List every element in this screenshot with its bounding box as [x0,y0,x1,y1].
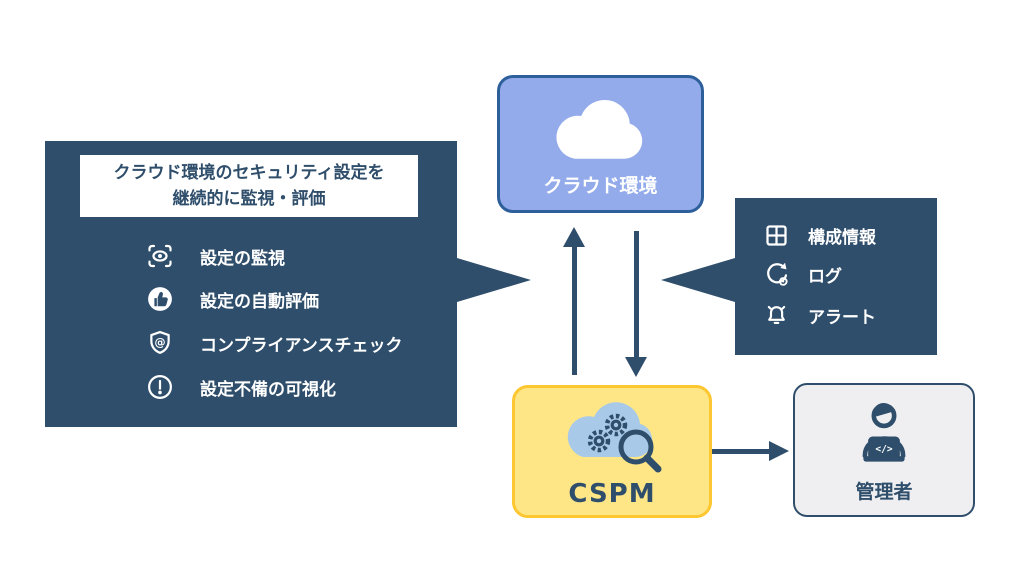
admin-person-icon: </> [847,396,921,474]
cspm-cloud-search-icon [553,395,671,481]
arrow-cspm-to-cloud [572,246,577,375]
right-panel-pointer [661,258,735,302]
panel-header-line1: クラウド環境のセキュリティ設定を [113,162,385,183]
list-item-label: 設定の監視 [200,248,285,269]
list-item-label: アラート [808,307,876,328]
alert-circle-icon [146,373,174,401]
left-panel-pointer [457,258,531,302]
arrow-cloud-to-cspm [634,231,639,358]
panel-header-line2: 継続的に監視・評価 [172,189,326,209]
list-item: 設定の自動評価 [146,285,319,313]
cspm-box-label: CSPM [568,478,656,509]
list-item-label: ログ [808,266,842,287]
cspm-box: CSPM [512,385,712,518]
cloud-environment-box: クラウド環境 [497,75,704,213]
list-item-label: コンプライアンスチェック [200,335,403,356]
list-item: アラート [762,301,876,329]
scan-eye-icon [146,242,174,270]
arrow-up-head-icon [563,227,585,247]
list-item: 構成情報 [762,221,876,249]
list-item-label: 設定不備の可視化 [200,379,336,400]
bell-icon [762,301,790,329]
cloud-icon [545,93,657,169]
shield-at-icon: @ [146,329,174,357]
arrow-cspm-to-admin [712,449,770,454]
svg-text:@: @ [154,336,165,349]
administrator-box: </> 管理者 [793,383,975,517]
sync-gear-icon [762,260,790,288]
arrow-down-head-icon [625,357,647,377]
cloud-box-label: クラウド環境 [543,174,658,197]
list-item: @ コンプライアンスチェック [146,329,402,357]
list-item: ログ [762,260,842,288]
admin-box-label: 管理者 [855,481,913,503]
list-item: 設定の監視 [146,242,285,270]
list-item-label: 構成情報 [808,227,876,248]
grid-icon [762,221,790,249]
svg-text:</>: </> [875,444,892,455]
data-sources-panel: 構成情報 ログ アラート [735,198,937,355]
cspm-features-panel: クラウド環境のセキュリティ設定を 継続的に監視・評価 設定の監視 [45,141,457,427]
list-item-label: 設定の自動評価 [200,291,319,312]
panel-header: クラウド環境のセキュリティ設定を 継続的に監視・評価 [80,155,418,217]
thumbs-up-icon [146,285,174,313]
list-item: 設定不備の可視化 [146,373,336,401]
arrow-right-head-icon [769,441,789,461]
